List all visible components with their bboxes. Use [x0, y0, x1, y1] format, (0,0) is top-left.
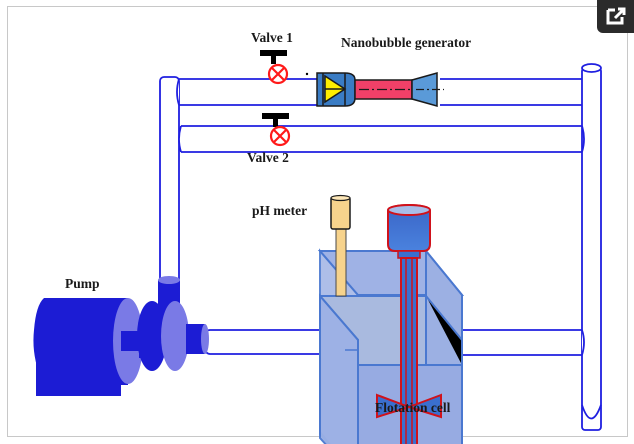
pump-motor	[33, 298, 128, 385]
valve-2-label: Valve 2	[247, 150, 289, 165]
flotation-cell-label: Flotation cell	[375, 400, 451, 415]
expand-button[interactable]	[597, 0, 634, 33]
stirrer-shaft	[400, 257, 418, 444]
pump-to-cell-pipe	[204, 329, 338, 355]
pump	[33, 276, 209, 396]
open-in-new-icon	[606, 7, 626, 25]
generator-diffuser	[411, 72, 438, 107]
ph-meter	[330, 194, 351, 297]
impeller-icon	[376, 393, 442, 419]
nanobubble-generator	[316, 72, 444, 107]
valve-1-handle-icon	[260, 50, 287, 56]
generator-label: Nanobubble generator	[341, 35, 471, 50]
ph-meter-label: pH meter	[252, 203, 307, 218]
pipe-network	[159, 63, 602, 431]
right-pipe-top	[581, 63, 602, 73]
pump-label: Pump	[65, 276, 100, 291]
valve-2[interactable]	[262, 113, 291, 147]
ph-meter-head	[330, 196, 351, 230]
valve-2-handle-icon	[262, 113, 289, 119]
cell-outlet-pipe	[462, 329, 585, 356]
valve-1-label: Valve 1	[251, 30, 293, 45]
right-return-pipe	[581, 67, 602, 431]
stirrer	[376, 204, 442, 444]
bottom-branch-pipe	[178, 125, 585, 153]
valve-1[interactable]	[260, 50, 289, 85]
top-branch-pipe	[176, 78, 582, 106]
stirrer-motor	[387, 210, 431, 252]
